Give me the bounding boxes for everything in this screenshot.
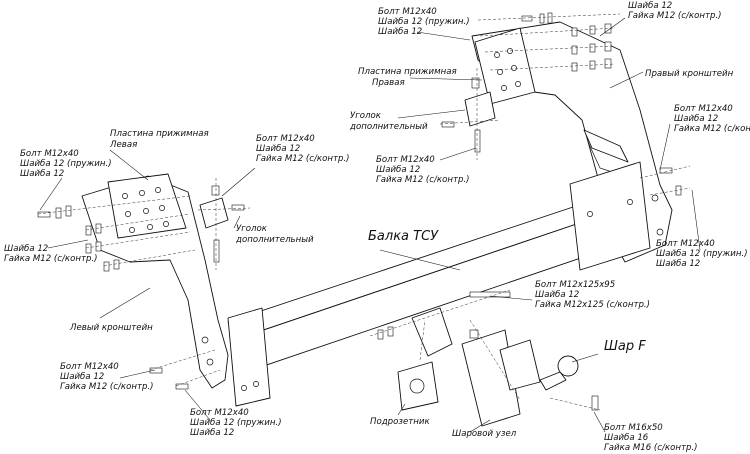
- top-right-fasteners: [477, 12, 621, 72]
- label-top-group-2-line1: Шайба 12: [628, 1, 672, 11]
- label-left-bottom-2-line1: Болт M12x40: [190, 408, 249, 418]
- label-ball-unit: Шаровой узел: [452, 429, 517, 439]
- ball-unit: [461, 319, 601, 427]
- label-left-corner-line1: Уголок: [236, 224, 268, 234]
- label-right-side-1-line3: Гайка M12 (с/контр.): [674, 124, 750, 134]
- label-center-top-line2: Шайба 12: [256, 144, 300, 154]
- label-right-corner-line2: дополнительный: [349, 122, 428, 132]
- label-long-bolt-line1: Болт M12x125x95: [535, 280, 615, 290]
- label-top-group-1-line3: Шайба 12: [378, 27, 422, 37]
- label-right-side-2-line3: Шайба 12: [656, 259, 700, 269]
- label-ball-bolt-line3: Гайка M16 (с/контр.): [604, 443, 698, 453]
- label-long-bolt-line2: Шайба 12: [535, 290, 579, 300]
- label-left-bottom-2-line2: Шайба 12 (пружин.): [190, 418, 282, 428]
- label-left-bottom-1-line2: Шайба 12: [60, 372, 104, 382]
- label-right-plate-line1: Пластина прижимная: [358, 67, 457, 77]
- label-left-bottom-1-line3: Гайка M12 (с/контр.): [60, 382, 154, 392]
- right-pressing-plate: [474, 27, 536, 105]
- label-left-bracket: Левый кронштейн: [69, 323, 153, 333]
- label-left-top-line1: Болт M12x40: [20, 149, 79, 159]
- label-left-corner-line2: дополнительный: [235, 235, 314, 245]
- label-left-bottom-1-line1: Болт M12x40: [60, 362, 119, 372]
- label-beam: Балка ТСУ: [368, 229, 439, 244]
- label-right-mid-line3: Гайка M12 (с/контр.): [376, 175, 470, 185]
- right-side-fasteners: [639, 165, 691, 196]
- label-long-bolt-line3: Гайка M12x125 (с/контр.): [535, 300, 650, 310]
- label-top-group-1-line2: Шайба 12 (пружин.): [378, 17, 470, 27]
- label-right-plate-line2: Правая: [372, 78, 405, 88]
- labels: Болт M12x40 Шайба 12 (пружин.) Шайба 12 …: [4, 1, 750, 453]
- label-top-group-1-line1: Болт M12x40: [378, 7, 437, 17]
- left-bracket: [81, 173, 229, 389]
- label-right-side-2-line2: Шайба 12 (пружин.): [656, 249, 748, 259]
- hitch-mount: [369, 289, 511, 357]
- label-right-side-1-line1: Болт M12x40: [674, 104, 733, 114]
- label-left-top-line2: Шайба 12 (пружин.): [20, 159, 112, 169]
- left-fasteners: [37, 195, 221, 390]
- label-left-plate-line2: Левая: [109, 140, 137, 150]
- label-ball-bolt-line1: Болт M16x50: [604, 423, 663, 433]
- label-left-nut-line1: Шайба 12: [4, 244, 48, 254]
- label-center-top-line1: Болт M12x40: [256, 134, 315, 144]
- label-right-mid-line2: Шайба 12: [376, 165, 420, 175]
- label-left-top-line3: Шайба 12: [20, 169, 64, 179]
- label-left-bottom-2-line3: Шайба 12: [190, 428, 234, 438]
- left-extra-angle: [197, 178, 251, 270]
- label-center-top-line3: Гайка M12 (с/контр.): [256, 154, 350, 164]
- towbar-beam: [227, 161, 651, 407]
- label-socket: Подрозетник: [370, 417, 430, 427]
- label-right-side-1-line2: Шайба 12: [674, 114, 718, 124]
- right-extra-angle: [439, 68, 501, 160]
- label-right-side-2-line1: Болт M12x40: [656, 239, 715, 249]
- label-right-mid-line1: Болт M12x40: [376, 155, 435, 165]
- label-left-nut-line2: Гайка M12 (с/контр.): [4, 254, 98, 264]
- label-top-group-2-line2: Гайка M12 (с/контр.): [628, 11, 722, 21]
- label-ball-bolt-line2: Шайба 16: [604, 433, 649, 443]
- socket-plate: [397, 319, 439, 411]
- label-left-plate-line1: Пластина прижимная: [110, 129, 209, 139]
- leader-lines: [39, 17, 701, 433]
- label-ball: Шар F: [604, 339, 646, 354]
- label-right-corner-line1: Уголок: [350, 111, 382, 121]
- label-right-bracket: Правый кронштейн: [645, 69, 734, 79]
